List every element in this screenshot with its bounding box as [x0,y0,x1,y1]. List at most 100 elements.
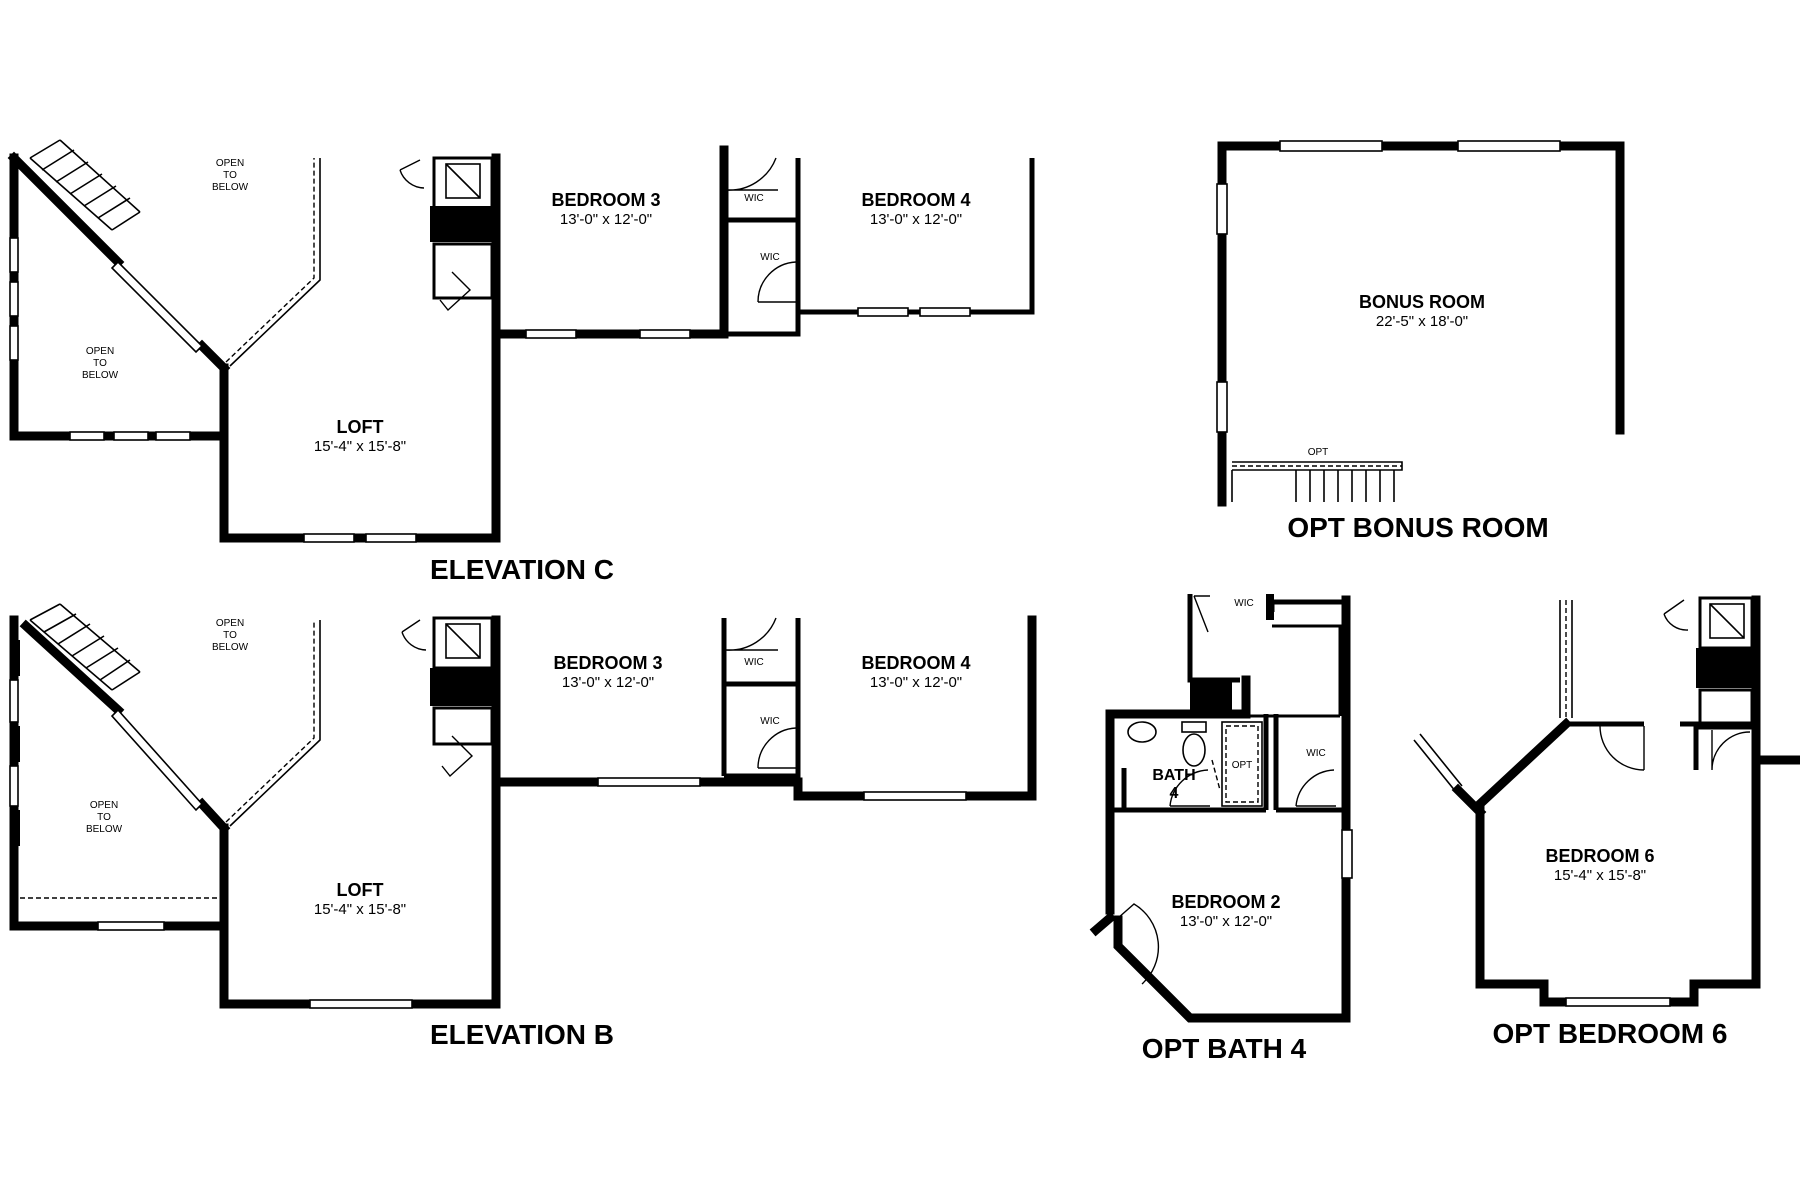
open-to-below-left-b-3: BELOW [86,824,123,835]
opt-bath-4-plan: WIC WIC OPT BATH 4 BEDROOM 2 13'-0" x 12… [1089,594,1353,1064]
elev-c-loft-window-1 [303,533,355,543]
bedroom4-name-b: BEDROOM 4 [861,653,970,673]
wic-lower-c: WIC [760,252,779,263]
elev-c-window-bottom-3 [155,431,191,441]
loft-dims-b: 15'-4" x 15'-8" [314,901,406,918]
elev-b-railing-diagonal [225,620,315,823]
bed6-door-1 [1599,725,1645,771]
bedroom2-door [1117,903,1160,985]
bedroom6-name: BEDROOM 6 [1545,846,1654,866]
elev-b-left-wall [9,615,227,931]
bonus-window-left-2 [1216,381,1228,433]
bed6-linen-door [1663,599,1689,631]
elev-b-window-left-1 [9,679,19,723]
bonus-opt-label: OPT [1308,447,1329,458]
elev-c-window-left-2 [9,281,19,317]
elev-c-closet-block [430,206,492,242]
opt-bath-4-title: OPT BATH 4 [1142,1033,1307,1064]
bedroom4-dims-c: 13'-0" x 12'-0" [870,211,962,228]
elev-b-loft-walls [219,615,501,1009]
elev-b-bed4-window [863,791,967,801]
wic-upper-c: WIC [744,193,763,204]
elev-b-door-linen [401,619,427,651]
bath4-shower [1221,721,1263,807]
open-to-below-left-2: TO [93,358,107,369]
elev-c-window-left-1 [9,237,19,273]
open-to-below-top-b-2: TO [223,630,237,641]
opt-bonus-room-title: OPT BONUS ROOM [1287,512,1548,543]
opt-bedroom-6-plan: BEDROOM 6 15'-4" x 15'-8" OPT BEDROOM 6 [1413,595,1800,1049]
elev-c-window-left-3 [9,325,19,361]
elev-c-loft-window-2 [365,533,417,543]
bedroom4-name-c: BEDROOM 4 [861,190,970,210]
open-to-below-left-3: BELOW [82,370,119,381]
open-to-below-top-2: TO [223,170,237,181]
elev-c-door-linen [399,159,425,189]
elev-c-bed3-bottom-wall [491,145,729,339]
open-to-below-top-b-3: BELOW [212,642,249,653]
elev-c-railing-diagonal [225,158,315,363]
stair-elev-c [29,139,141,231]
open-to-below-top-b-1: OPEN [216,618,244,629]
elev-b-bed3-bottom-wall [491,615,1037,801]
elev-c-bed3-window-1 [525,329,577,339]
bonus-room-walls [1217,141,1625,507]
elev-c-window-bottom-2 [113,431,149,441]
elev-b-bed3-window [597,777,701,787]
bath4-bedroom2-window [1341,829,1353,879]
bath4-sink [1127,721,1157,743]
bedroom4-dims-b: 13'-0" x 12'-0" [870,674,962,691]
stair-elev-b [29,603,141,691]
bath4-shower-opt: OPT [1232,760,1253,771]
elevation-c-title: ELEVATION C [430,554,614,585]
elev-c-window-bottom-1 [69,431,105,441]
bedroom3-name-c: BEDROOM 3 [551,190,660,210]
elev-b-closet-block [430,668,492,706]
bath4-wic-right-door [1295,769,1336,807]
elev-b-window-left-2 [9,765,19,807]
elev-c-left-wall [9,153,227,441]
bedroom3-name-b: BEDROOM 3 [553,653,662,673]
bath4-toilet-tank [1181,721,1207,733]
open-to-below-top-3: BELOW [212,182,249,193]
bonus-window-left-1 [1216,183,1228,235]
bath4-toilet [1182,733,1206,767]
bed6-door-2 [1711,730,1751,771]
bedroom6-dims: 15'-4" x 15'-8" [1554,867,1646,884]
open-to-below-left-1: OPEN [86,346,114,357]
elev-c-wic-door-1 [725,157,778,191]
bath4-wic-top-door [1193,595,1210,633]
elev-c-bed4-window-2 [919,307,971,317]
open-to-below-top-1: OPEN [216,158,244,169]
elev-b-wic-door-1 [725,617,778,651]
wic-upper-b: WIC [744,657,763,668]
elev-b-loft-window [309,999,413,1009]
loft-dims-c: 15'-4" x 15'-8" [314,438,406,455]
bedroom3-dims-c: 13'-0" x 12'-0" [560,211,652,228]
elev-b-diagonal-window [110,708,204,812]
elev-c-diagonal-window [110,260,204,354]
loft-name-b: LOFT [337,880,384,900]
bed6-window [1565,997,1671,1007]
bedroom2-dims: 13'-0" x 12'-0" [1180,913,1272,930]
loft-name-c: LOFT [337,417,384,437]
bonus-room-name: BONUS ROOM [1359,292,1485,312]
wic-lower-b: WIC [760,716,779,727]
bath4-wic-top: WIC [1234,598,1253,609]
bath4-label-1: BATH [1152,767,1195,784]
elevation-c-plan: OPEN TO BELOW OPEN TO BELOW LOFT 15'-4" … [7,139,1035,585]
elev-b-wic-walls [721,618,801,782]
elev-b-window-bottom [97,921,165,931]
elev-c-bed3-window-2 [639,329,691,339]
elev-c-bed4-window-1 [857,307,909,317]
bedroom2-name: BEDROOM 2 [1171,892,1280,912]
elevation-b-plan: OPEN TO BELOW OPEN TO BELOW LOFT 15'-4" … [9,603,1037,1050]
bath4-door [1169,769,1210,807]
opt-bedroom-6-title: OPT BEDROOM 6 [1493,1018,1728,1049]
bonus-window-top-1 [1279,140,1383,152]
elevation-b-title: ELEVATION B [430,1019,614,1050]
open-to-below-left-b-2: TO [97,812,111,823]
open-to-below-left-b-1: OPEN [90,800,118,811]
opt-bonus-room-plan: OPT BONUS ROOM 22'-5" x 18'-0" OPT BONUS… [1216,140,1625,543]
